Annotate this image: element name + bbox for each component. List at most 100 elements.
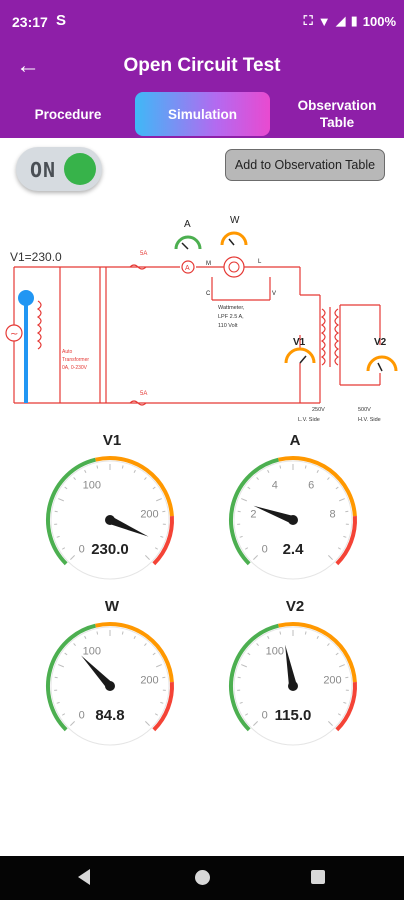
tab-simulation[interactable]: Simulation xyxy=(135,92,270,136)
gauge-tick xyxy=(56,535,60,538)
gauge-tick xyxy=(133,469,136,474)
gauge-tick xyxy=(267,635,270,640)
gauge-tick xyxy=(304,631,307,635)
ammeter-label: A xyxy=(184,219,191,230)
svg-text:M: M xyxy=(206,261,211,267)
svg-text:L.V. Side: L.V. Side xyxy=(298,417,320,423)
gauge-tick-label: 6 xyxy=(308,479,314,491)
gauge-tick xyxy=(337,713,342,716)
toggle-knob xyxy=(64,153,96,185)
status-bar: 23:17 S ⛶ ▼ ◢ ▮ 100% xyxy=(0,0,404,42)
svg-text:C: C xyxy=(206,291,211,297)
gauge-tick-label: 0 xyxy=(79,543,85,555)
gauge-tick xyxy=(241,664,247,668)
gauge-needle xyxy=(253,505,295,524)
gauge-tick-label: 100 xyxy=(266,645,284,657)
cast-icon: ⛶ xyxy=(303,13,313,28)
system-nav-bar xyxy=(0,856,404,900)
gauge-tick xyxy=(256,477,259,481)
gauge-hub xyxy=(105,515,115,525)
nav-recent-apps-icon[interactable] xyxy=(311,870,325,884)
svg-text:H.V. Side: H.V. Side xyxy=(358,417,381,423)
svg-text:V: V xyxy=(272,291,276,297)
gauge-tick xyxy=(84,469,87,474)
gauge-tick-label: 4 xyxy=(272,479,278,491)
tab-procedure[interactable]: Procedure xyxy=(34,106,102,122)
toggle-label: ON xyxy=(30,158,57,182)
gauge-tick xyxy=(328,555,333,560)
svg-text:~: ~ xyxy=(10,329,18,340)
meter-title: A xyxy=(289,432,301,449)
svg-text:110 Volt: 110 Volt xyxy=(218,323,238,329)
gauge-tick xyxy=(96,465,99,469)
gauge-tick xyxy=(241,498,247,502)
gauge-tick xyxy=(154,713,159,716)
gauge-tick xyxy=(61,713,66,716)
gauge-tick-label: 8 xyxy=(329,509,335,521)
gauge-tick xyxy=(244,713,249,716)
gauge-arc-green xyxy=(46,623,96,732)
app-notification-icon: S xyxy=(56,12,67,29)
svg-text:A: A xyxy=(185,265,190,272)
gauge-tick xyxy=(156,664,162,668)
gauge-tick xyxy=(343,701,347,704)
gauge-arc-orange xyxy=(278,456,357,517)
gauge-tick xyxy=(335,486,339,490)
gauge-tick xyxy=(96,631,99,635)
wattmeter-label: W xyxy=(230,215,240,226)
status-time: 23:17 xyxy=(12,14,48,30)
gauge-tick xyxy=(343,535,347,538)
svg-text:LPF 2.5 A,: LPF 2.5 A, xyxy=(218,314,244,320)
power-toggle[interactable]: ON xyxy=(16,147,102,191)
gauge-value: 84.8 xyxy=(95,707,124,724)
gauge-tick-label: 200 xyxy=(323,675,341,687)
circuit-diagram: ~ V1=230.0 5A 5A A A W M L C V Wattmeter… xyxy=(5,215,398,423)
gauge-tick xyxy=(279,631,282,635)
gauge-tick-label: 0 xyxy=(262,709,268,721)
gauge-arc-orange xyxy=(95,622,174,683)
svg-text:250V: 250V xyxy=(312,407,325,413)
gauge-tick xyxy=(64,486,68,490)
gauge-arc-orange xyxy=(95,456,174,517)
gauge-tick xyxy=(64,652,68,656)
gauge-tick xyxy=(58,664,64,668)
nav-home-icon[interactable] xyxy=(195,870,210,885)
gauge-tick xyxy=(327,477,330,481)
supply-voltage-label: V1=230.0 xyxy=(10,250,62,264)
gauge-tick xyxy=(152,652,156,656)
gauge-tick xyxy=(335,652,339,656)
gauge-tick-label: 200 xyxy=(140,675,158,687)
gauge-tick xyxy=(61,547,66,550)
gauge-tick xyxy=(73,643,76,647)
gauge-tick-label: 200 xyxy=(140,509,158,521)
gauge-hub xyxy=(105,681,115,691)
gauge-tick xyxy=(328,721,333,726)
gauge-tick xyxy=(144,477,147,481)
mini-v1-gauge xyxy=(284,347,316,364)
gauge-tick xyxy=(239,535,243,538)
tab-observation-table[interactable]: Observation Table xyxy=(297,98,377,130)
gauge-tick xyxy=(316,635,319,640)
gauge-tick xyxy=(152,486,156,490)
svg-text:500V: 500V xyxy=(358,407,371,413)
mini-wattmeter-gauge xyxy=(220,231,248,246)
gauge-needle xyxy=(108,516,149,537)
gauge-tick xyxy=(70,721,75,726)
svg-text:L: L xyxy=(258,259,262,265)
gauge-tick xyxy=(339,664,345,668)
fuse-bottom-label: 5A xyxy=(140,391,147,397)
mini-v2-gauge xyxy=(366,355,398,372)
nav-back-icon[interactable] xyxy=(78,869,90,885)
gauge-tick-label: 0 xyxy=(79,709,85,721)
back-arrow-icon[interactable]: ← xyxy=(16,52,40,79)
add-to-observation-table-button[interactable]: Add to Observation Table xyxy=(225,149,385,181)
gauge-tick xyxy=(247,486,251,490)
gauge-tick xyxy=(247,652,251,656)
gauge-tick xyxy=(316,469,319,474)
gauge-arc-red xyxy=(335,515,357,566)
